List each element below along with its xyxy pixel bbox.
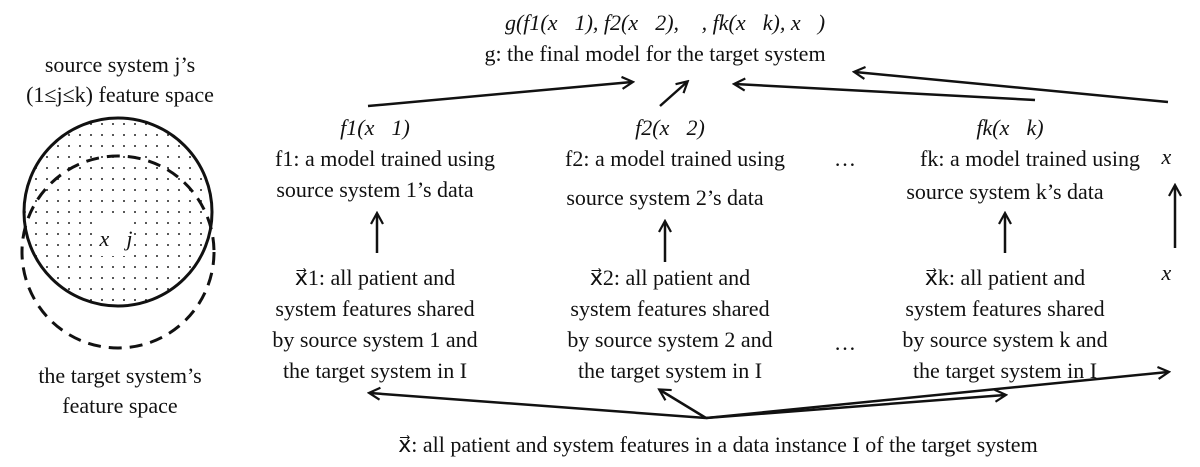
source-space-label-1: source system j’s: [45, 52, 195, 77]
model-2-line2: source system 2’s data: [566, 185, 764, 210]
feature-set-k-line: system features shared: [905, 296, 1104, 321]
final-model-formula: g(f1(x⃗1), f2(x⃗2), ⋯, fk(x⃗k), x⃗): [505, 10, 825, 35]
feature-set-2-line: x⃗2: all patient and: [590, 265, 750, 290]
model-k-line2: source system k’s data: [906, 179, 1104, 204]
inner-label-bg: [98, 220, 134, 256]
arrow-raw-to-final: [855, 72, 1169, 104]
arrow-instance-to-raw: [705, 372, 1168, 420]
model-2-output: f2(x⃗2): [635, 115, 705, 140]
target-space-label-2: feature space: [62, 393, 177, 418]
feature-set-1-line: system features shared: [275, 296, 474, 321]
feature-set-1-line: the target system in I: [283, 358, 467, 383]
final-model-description: g: the final model for the target system: [484, 41, 825, 66]
raw-feature-top: x⃗: [1161, 144, 1189, 169]
model-k-line1: fk: a model trained using: [920, 146, 1140, 171]
model-2-line1: f2: a model trained using: [565, 146, 785, 171]
arrows: [367, 72, 1175, 420]
model-1-output: f1(x⃗1): [340, 115, 410, 140]
model-1-line1: f1: a model trained using: [275, 146, 495, 171]
shared-feature-label: x⃗j: [99, 226, 133, 251]
model-ellipsis: …: [834, 146, 856, 171]
feature-set-k-line: by source system k and: [902, 327, 1107, 352]
feature-set-1: x⃗1: all patient and system features sha…: [272, 265, 477, 383]
feature-set-2-line: system features shared: [570, 296, 769, 321]
feature-set-2: x⃗2: all patient and system features sha…: [567, 265, 772, 383]
arrow-modelk-to-final: [735, 84, 1036, 102]
feature-set-k-line: the target system in I: [913, 358, 1097, 383]
feature-ellipsis: …: [834, 330, 856, 355]
bottom-label: x⃗: all patient and system features in a…: [398, 432, 1037, 457]
arrow-model2-to-final: [659, 82, 687, 107]
feature-set-k-line: x⃗k: all patient and: [925, 265, 1085, 290]
raw-feature-mid: x⃗: [1161, 260, 1189, 285]
target-feature-space-circle: [20, 154, 216, 350]
feature-set-1-line: x⃗1: all patient and: [295, 265, 455, 290]
source-space-label-2: (1≤j≤k) feature space: [26, 82, 214, 107]
model-k-output: fk(x⃗k): [976, 115, 1043, 140]
feature-set-1-line: by source system 1 and: [272, 327, 477, 352]
arrow-instance-to-features1: [370, 393, 707, 420]
model-1-line2: source system 1’s data: [276, 177, 474, 202]
source-feature-space-circle: [22, 116, 214, 308]
arrow-model1-to-final: [367, 82, 632, 108]
feature-set-2-line: by source system 2 and: [567, 327, 772, 352]
feature-set-2-line: the target system in I: [578, 358, 762, 383]
arrow-instance-to-features2: [660, 390, 707, 420]
target-space-label-1: the target system’s: [38, 363, 201, 388]
feature-set-k: x⃗k: all patient and system features sha…: [902, 265, 1107, 383]
